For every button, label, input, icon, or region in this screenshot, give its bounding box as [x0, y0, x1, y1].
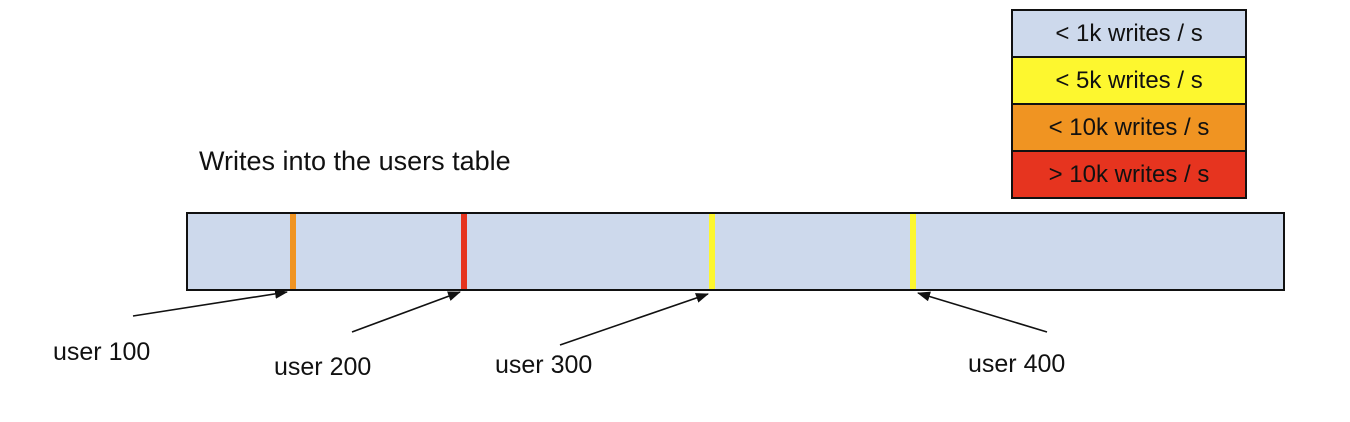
user-label: user 400: [968, 350, 1066, 378]
legend-item: < 10k writes / s: [1011, 103, 1247, 152]
pointer-arrow: [559, 293, 709, 346]
stripe-user-200: [461, 214, 467, 289]
pointer-arrow: [351, 291, 461, 333]
user-label: user 100: [53, 338, 151, 366]
user-label: user 200: [274, 353, 372, 381]
legend-item: > 10k writes / s: [1011, 150, 1247, 199]
diagram-title: Writes into the users table: [199, 146, 511, 176]
legend-item-label: < 10k writes / s: [1048, 113, 1210, 141]
legend-item-label: < 5k writes / s: [1055, 66, 1203, 94]
legend-item-label: < 1k writes / s: [1055, 19, 1203, 47]
pointer-arrow: [917, 291, 1048, 333]
stripe-user-100: [290, 214, 296, 289]
legend-item: < 5k writes / s: [1011, 56, 1247, 105]
pointer-arrow: [132, 288, 288, 317]
users-table-bar: [186, 212, 1285, 291]
legend: < 1k writes / s < 5k writes / s < 10k writ…: [1011, 9, 1247, 199]
legend-item-label: > 10k writes / s: [1048, 160, 1210, 188]
stripe-user-300: [709, 214, 715, 289]
legend-item: < 1k writes / s: [1011, 9, 1247, 58]
stripe-user-400: [910, 214, 916, 289]
user-label: user 300: [495, 351, 593, 379]
